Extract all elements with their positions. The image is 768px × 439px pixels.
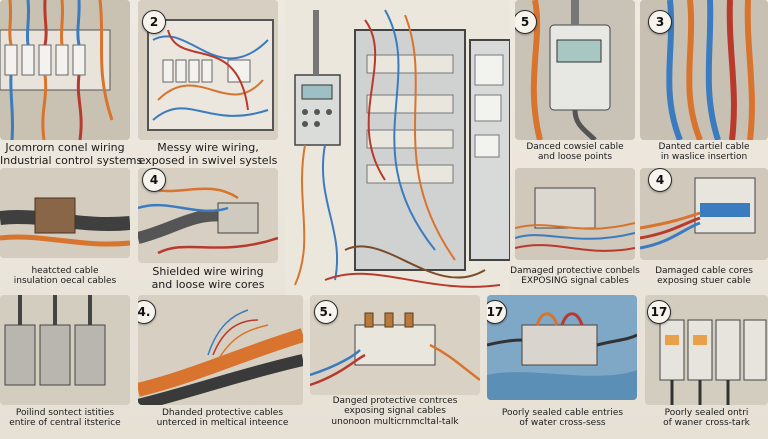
water-box-illustration [487, 295, 637, 400]
badge-number: 4 [648, 168, 672, 192]
panel-heated-cable [0, 168, 130, 258]
panel-cable-cores: 4 [640, 168, 768, 260]
caption-2: Messy wire wiring,exposed in swivel syst… [138, 141, 278, 167]
badge-number: 5. [314, 300, 338, 324]
breakers-illustration [0, 295, 130, 405]
badge-number: 2 [142, 10, 166, 34]
burnt-cable-illustration [0, 168, 130, 258]
panel-dhanded-cables: 4. [138, 295, 303, 405]
badge-number: 3 [648, 10, 672, 34]
frayed-cable-illustration [138, 295, 303, 405]
panel-contrces: 5. [310, 295, 480, 395]
meter-row-illustration [645, 295, 768, 405]
panel-control-wiring [0, 0, 130, 140]
badge-number: 17 [487, 300, 507, 324]
panel-sealed-ontri: 17 [645, 295, 768, 405]
panel-protective-conbels [515, 168, 635, 260]
cable-bundle-illustration [640, 0, 768, 140]
badge-number: 17 [647, 300, 671, 324]
panel-shielded-wire: 4 [138, 168, 278, 263]
panel-sealed-entries: 17 [487, 295, 637, 400]
panel-loose-points: 5 [515, 0, 635, 140]
messy-box-illustration [138, 0, 278, 140]
panel-messy-wiring: 2 [138, 0, 278, 140]
cabinet-illustration [294, 9, 510, 288]
connector-illustration [515, 168, 635, 260]
connector-block-illustration [310, 295, 480, 395]
panel-cartiel-cable: 3 [640, 0, 768, 140]
badge-number: 4. [138, 300, 156, 324]
badge-number: 5 [515, 10, 537, 34]
panel-cabinet [285, 0, 510, 300]
terminal-block-illustration [0, 0, 130, 140]
badge-number: 4 [142, 168, 166, 192]
panel-contact-entities [0, 295, 130, 405]
